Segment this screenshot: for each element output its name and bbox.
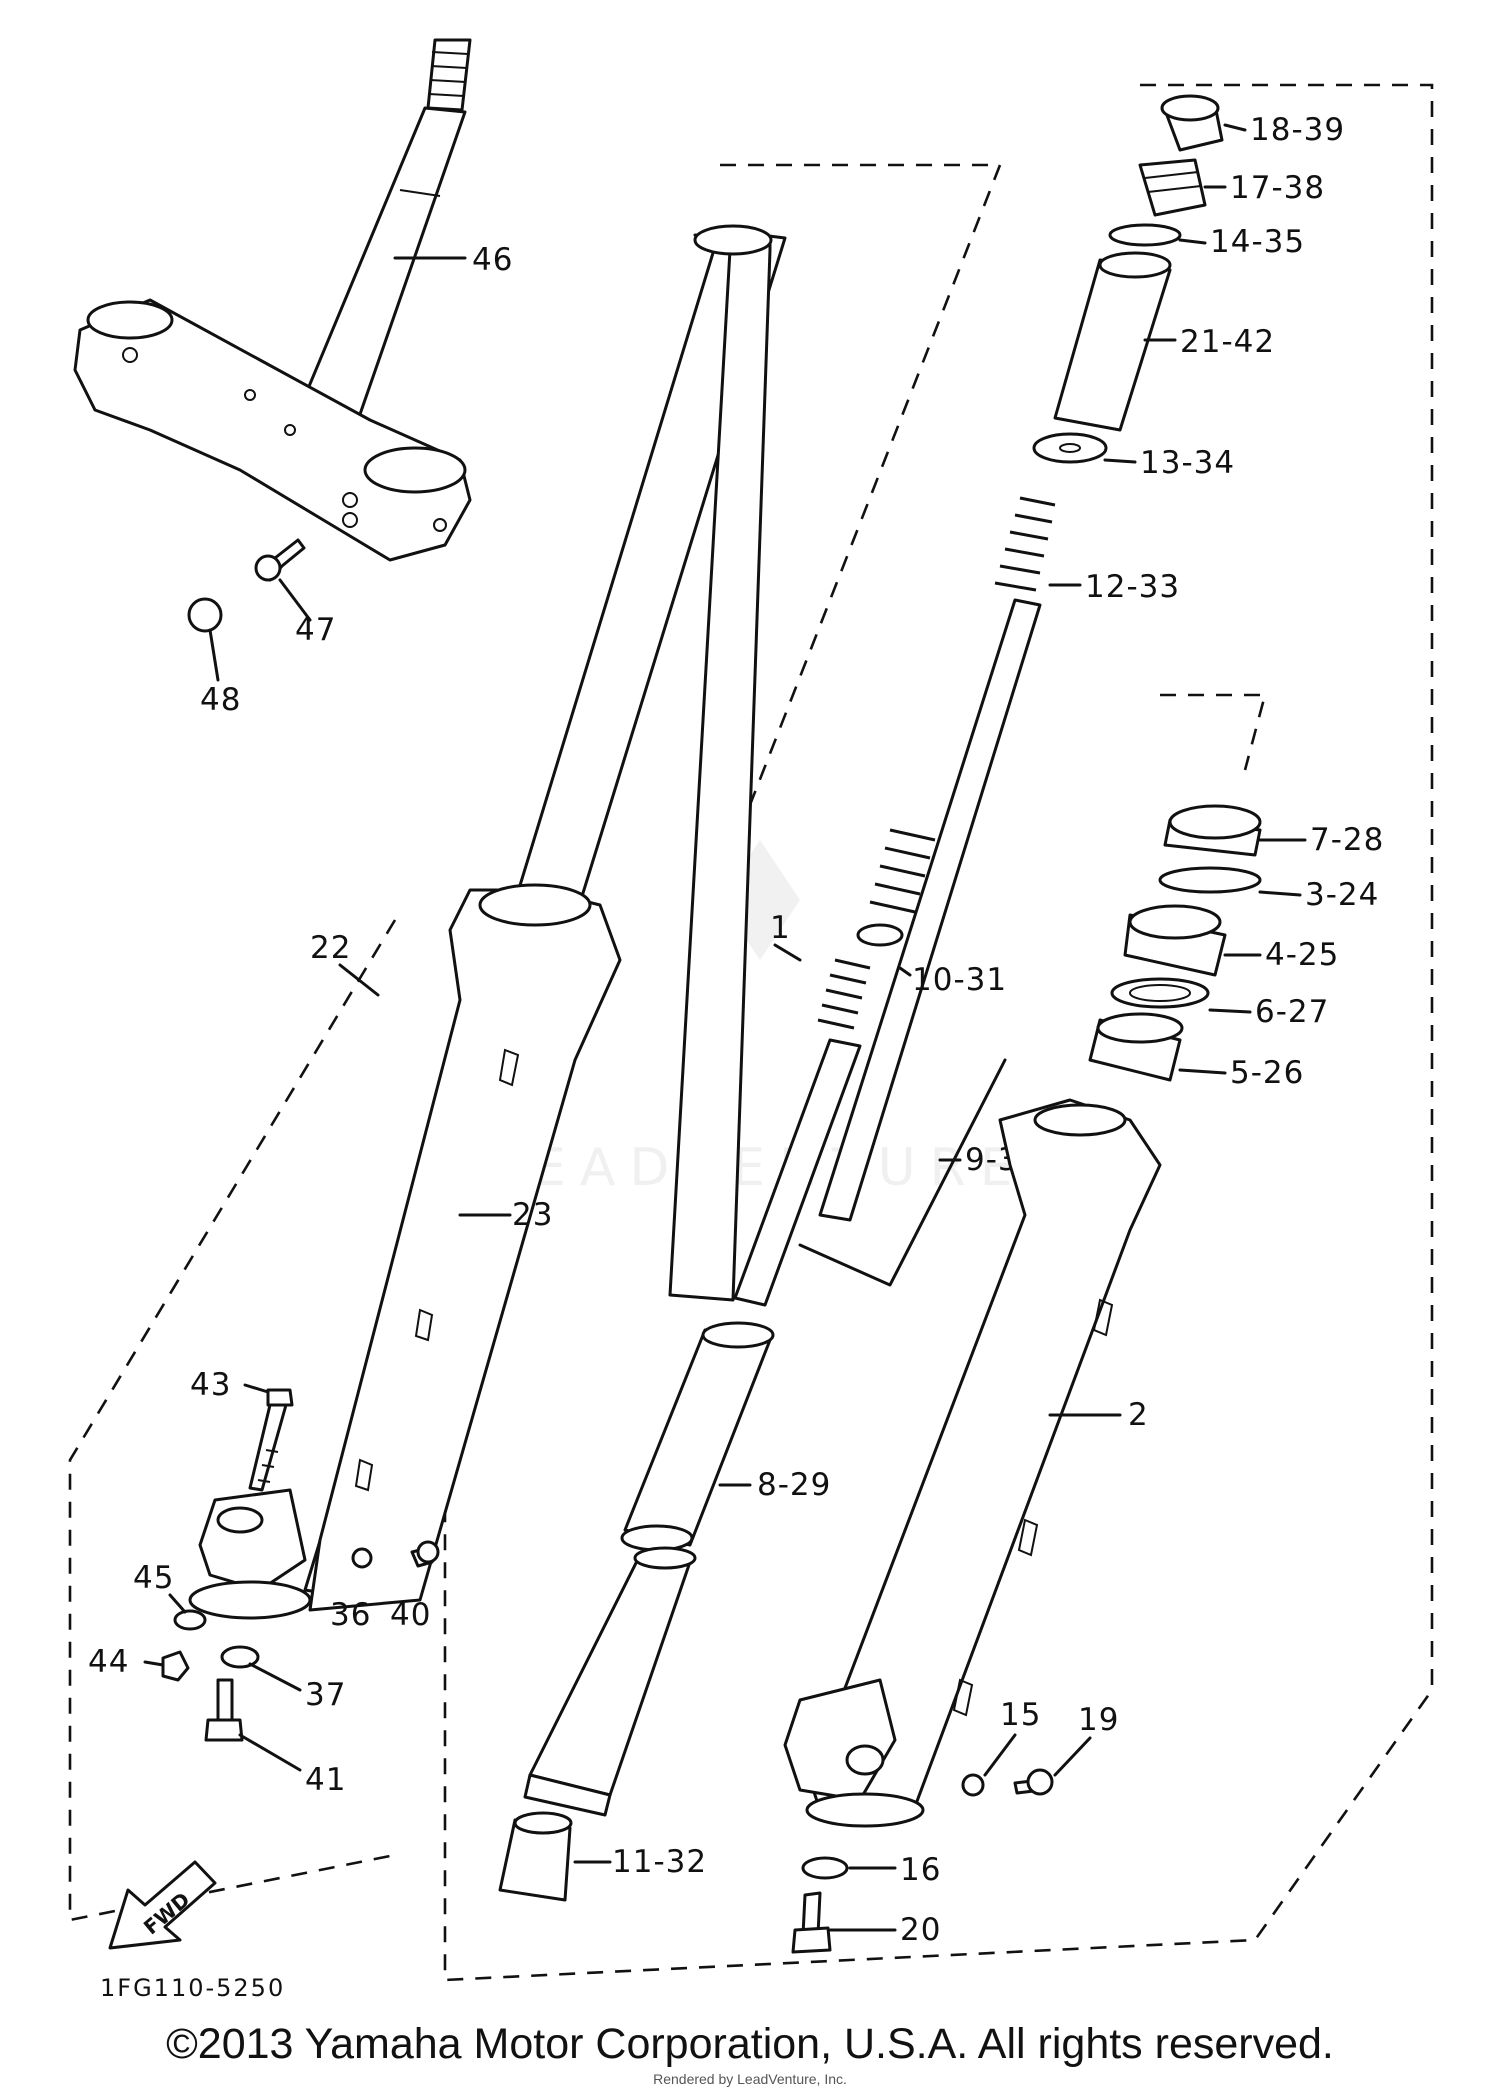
watermark-text: LEADVENTURE bbox=[490, 1138, 1027, 1198]
bolt-20 bbox=[791, 1891, 832, 1954]
fork-spring-12-33 bbox=[818, 496, 1056, 1222]
label-45: 45 bbox=[133, 1560, 174, 1596]
nut-16 bbox=[801, 1856, 849, 1880]
fork-spring-lower bbox=[869, 828, 936, 914]
cap-bolt-18-39 bbox=[1160, 94, 1224, 152]
label-18-39: 18-39 bbox=[1250, 112, 1345, 148]
spacer-21-42 bbox=[1053, 251, 1172, 432]
label-48: 48 bbox=[200, 682, 241, 718]
spring-seat-13-34 bbox=[1032, 432, 1108, 464]
cap-48 bbox=[187, 597, 223, 633]
left-outer-tube-23 bbox=[188, 228, 787, 1620]
nut-44 bbox=[161, 1650, 190, 1682]
bolt-47 bbox=[254, 538, 306, 582]
inner-fork-dashed-group bbox=[703, 163, 1002, 921]
label-46: 46 bbox=[472, 242, 513, 278]
rendered-by-notice: Rendered by LeadVenture, Inc. bbox=[653, 2071, 847, 2087]
label-17-38: 17-38 bbox=[1230, 170, 1325, 206]
label-47: 47 bbox=[295, 612, 336, 648]
label-11-32: 11-32 bbox=[612, 1844, 707, 1880]
steering-stem-46 bbox=[73, 38, 472, 562]
label-41: 41 bbox=[305, 1762, 346, 1798]
label-1: 1 bbox=[770, 910, 791, 946]
label-10-31: 10-31 bbox=[912, 962, 1007, 998]
nut-45 bbox=[173, 1609, 207, 1631]
label-13-34: 13-34 bbox=[1140, 445, 1235, 481]
diagram-code: 1FG110-5250 bbox=[100, 1974, 285, 2002]
bolt-19 bbox=[1013, 1768, 1054, 1796]
o-ring-14-35 bbox=[1108, 223, 1182, 247]
label-40: 40 bbox=[390, 1597, 431, 1633]
tube-8-29 bbox=[620, 1321, 775, 1552]
label-43: 43 bbox=[190, 1367, 231, 1403]
right-fork-dashed-group bbox=[443, 83, 1434, 1982]
bushing-5-26 bbox=[1088, 1012, 1184, 1082]
label-8-29: 8-29 bbox=[757, 1467, 831, 1503]
washer-15 bbox=[961, 1773, 985, 1797]
pinch-bolt-43 bbox=[248, 1388, 294, 1492]
plug-17-38 bbox=[1138, 158, 1207, 217]
label-44: 44 bbox=[88, 1644, 129, 1680]
label-22: 22 bbox=[310, 930, 351, 966]
clip-3-24 bbox=[1158, 866, 1262, 894]
oil-seal-4-25 bbox=[1123, 904, 1227, 977]
copyright-notice: ©2013 Yamaha Motor Corporation, U.S.A. A… bbox=[166, 2020, 1334, 2068]
lower-tube-assembly bbox=[523, 1546, 697, 1817]
label-19: 19 bbox=[1078, 1702, 1119, 1738]
label-5-26: 5-26 bbox=[1230, 1055, 1304, 1091]
washer-6-27 bbox=[1110, 977, 1210, 1009]
fwd-arrow-icon: FWD bbox=[108, 1860, 217, 1950]
washer-36 bbox=[351, 1547, 373, 1569]
inner-tube-1 bbox=[668, 224, 773, 1302]
label-16: 16 bbox=[900, 1852, 941, 1888]
label-20: 20 bbox=[900, 1912, 941, 1948]
bolt-40 bbox=[410, 1540, 440, 1568]
cap-11-32 bbox=[498, 1811, 573, 1902]
label-7-28: 7-28 bbox=[1310, 822, 1384, 858]
lower-tube-dashed-group bbox=[1160, 693, 1267, 771]
left-fork-dashed-group bbox=[68, 919, 397, 1922]
label-12-33: 12-33 bbox=[1085, 569, 1180, 605]
label-4-25: 4-25 bbox=[1265, 937, 1339, 973]
dust-seal-7-28 bbox=[1163, 804, 1262, 857]
label-6-27: 6-27 bbox=[1255, 994, 1329, 1030]
damper-rod-10-31 bbox=[733, 923, 904, 1307]
label-23: 23 bbox=[512, 1197, 553, 1233]
bolt-41 bbox=[204, 1678, 244, 1742]
label-14-35: 14-35 bbox=[1210, 224, 1305, 260]
label-37: 37 bbox=[305, 1677, 346, 1713]
label-3-24: 3-24 bbox=[1305, 877, 1379, 913]
label-36: 36 bbox=[330, 1597, 371, 1633]
label-21-42: 21-42 bbox=[1180, 324, 1275, 360]
right-outer-tube-2 bbox=[783, 1098, 1162, 1828]
washer-37 bbox=[220, 1645, 260, 1669]
label-2: 2 bbox=[1128, 1397, 1149, 1433]
label-15: 15 bbox=[1000, 1697, 1041, 1733]
